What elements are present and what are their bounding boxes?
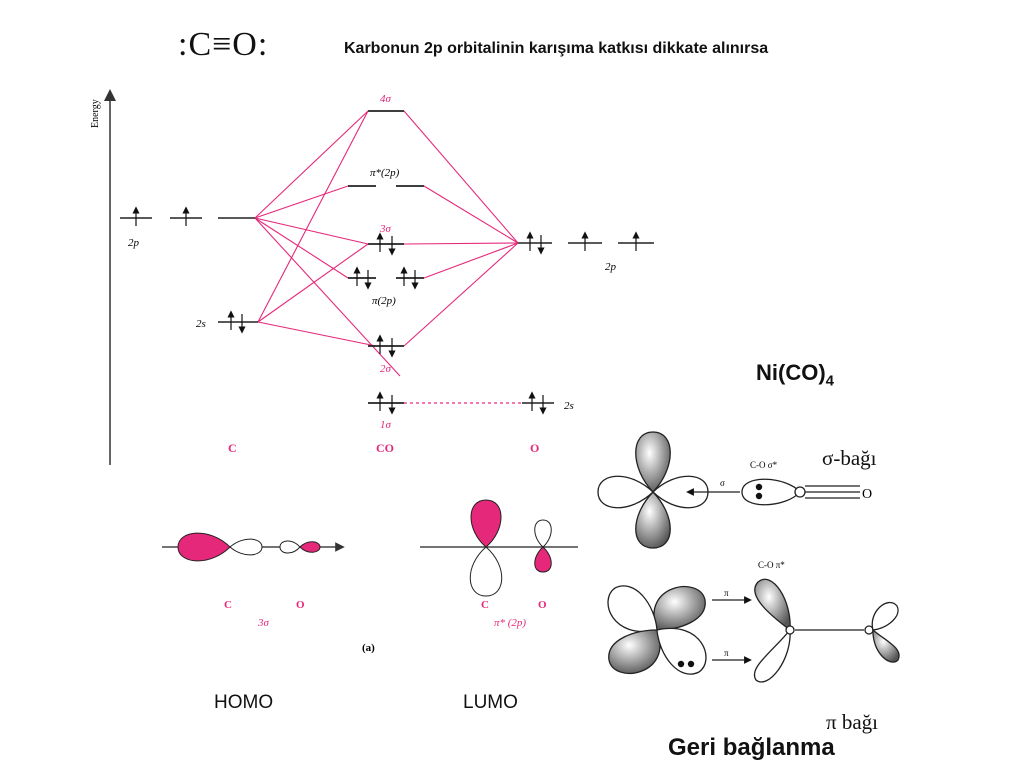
panel-label: (a) (362, 642, 375, 654)
back-bonding-label: Geri bağlanma (668, 734, 835, 761)
nico-title: Ni(CO)4 (756, 360, 834, 390)
sigma-bond-label: σ-bağı (822, 446, 877, 470)
nico-subscript: 4 (825, 372, 834, 390)
oxygen-label-sigma: O (862, 487, 872, 502)
pi-bond-label: π bağı (826, 710, 879, 734)
right-2p-label: 2p (605, 261, 617, 273)
pi-arrow-label-1: π (724, 588, 729, 598)
mo-4sigma-label: 4σ (380, 93, 392, 105)
homo-o-label: O (296, 599, 305, 611)
carbon-electrons (132, 206, 246, 334)
pi-arrow-label-2: π (724, 648, 729, 658)
energy-axis-label: Energy (90, 99, 101, 128)
sigma-arrow-label: σ (720, 478, 725, 488)
page-subtitle: Karbonun 2p orbitalinin karışıma katkısı… (344, 40, 769, 57)
carbon-levels (120, 217, 258, 323)
pi-backdonation-sketch (607, 578, 900, 683)
lumo-c-label: C (481, 599, 489, 611)
co-electrons (353, 232, 419, 415)
mo-3sigma-label: 3σ (379, 223, 392, 235)
mo-2sigma-label: 2σ (380, 363, 392, 375)
mo-pi-label: π(2p) (372, 295, 396, 307)
lumo-mo-label: π* (2p) (494, 617, 526, 629)
left-2s-label: 2s (196, 318, 206, 330)
homo-mo-label: 3σ (257, 617, 270, 629)
co-levels (348, 110, 424, 404)
homo-c-label: C (224, 599, 232, 611)
column-label-c: C (228, 441, 237, 455)
oxygen-electrons (526, 231, 640, 415)
mo-1sigma-label: 1σ (380, 419, 392, 431)
sigma-donation-sketch (597, 431, 860, 549)
right-2s-label: 2s (564, 400, 574, 412)
co-pi-star-label: C-O π* (758, 560, 785, 570)
co-formula: :C≡O: (178, 26, 269, 63)
lumo-orbital-sketch (420, 499, 578, 597)
lumo-o-label: O (538, 599, 547, 611)
column-label-co: CO (376, 441, 394, 455)
lumo-caption: LUMO (463, 692, 518, 713)
mo-pistar-label: π*(2p) (370, 167, 400, 179)
oxygen-levels (518, 242, 654, 404)
co-sigma-star-label: C-O σ* (750, 460, 778, 470)
correlation-lines (254, 110, 519, 377)
column-label-o: O (530, 441, 539, 455)
homo-orbital-sketch (162, 532, 345, 562)
homo-caption: HOMO (214, 692, 274, 713)
left-2p-label: 2p (128, 237, 140, 249)
